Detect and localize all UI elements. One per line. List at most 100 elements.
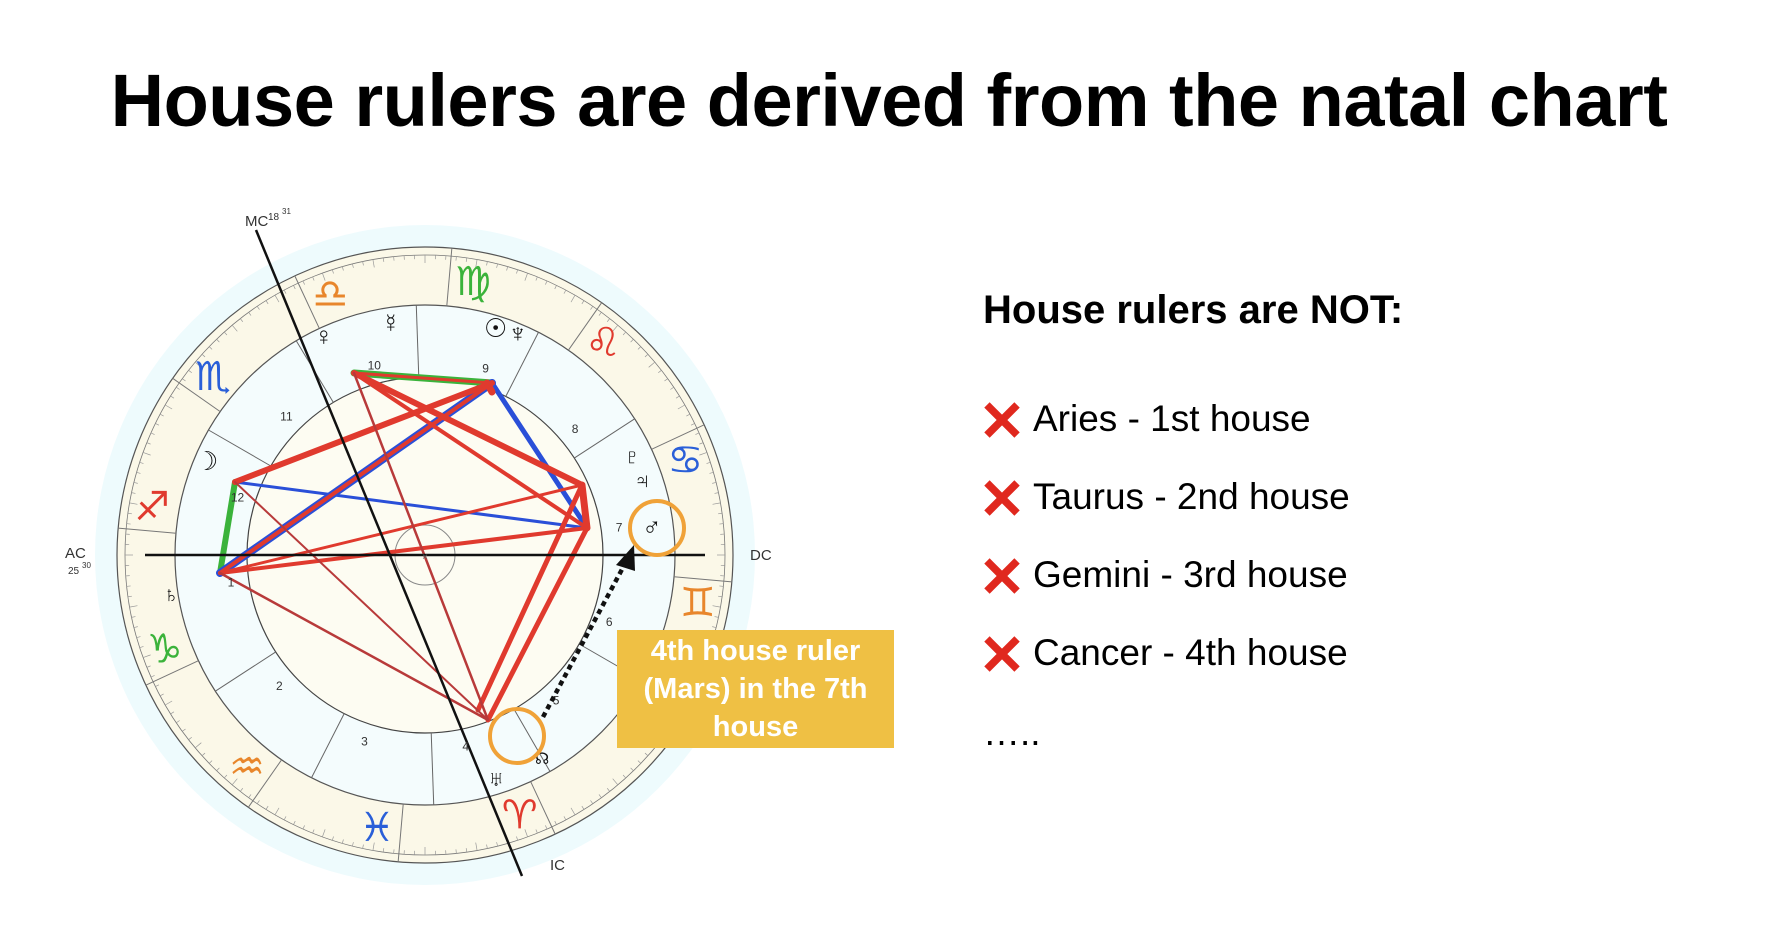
house-cusp bbox=[415, 305, 420, 378]
degree-tick bbox=[240, 318, 244, 322]
sign-divider bbox=[247, 759, 283, 808]
house-number: 4 bbox=[462, 740, 469, 754]
degree-tick bbox=[133, 482, 138, 484]
degree-tick bbox=[695, 432, 700, 435]
degree-tick bbox=[131, 492, 136, 494]
degree-tick bbox=[133, 626, 138, 628]
degree-tick bbox=[150, 432, 155, 435]
list-item: Gemini - 3rd house bbox=[983, 554, 1350, 632]
sagittarius-glyph: ♐ bbox=[134, 485, 170, 529]
degree-tick bbox=[165, 404, 173, 410]
degree-tick bbox=[712, 502, 721, 505]
aspect-line bbox=[218, 483, 584, 575]
degree-tick bbox=[475, 842, 478, 851]
degree-tick bbox=[612, 324, 619, 332]
cross-mark-icon bbox=[984, 558, 1020, 594]
degree-tick bbox=[194, 361, 202, 368]
degree-tick bbox=[524, 829, 528, 838]
degree-tick bbox=[208, 346, 213, 350]
degree-tick bbox=[563, 816, 567, 821]
degree-tick bbox=[581, 805, 585, 810]
degree-tick bbox=[570, 295, 576, 303]
aspect-line bbox=[218, 381, 494, 575]
degree-tick bbox=[127, 512, 132, 515]
pluto-glyph: ♇ bbox=[624, 444, 641, 469]
virgo-glyph: ♍ bbox=[455, 260, 491, 304]
degree-tick bbox=[465, 848, 468, 853]
degree-tick bbox=[686, 413, 691, 417]
degree-tick bbox=[231, 778, 238, 786]
degree-tick bbox=[712, 605, 721, 608]
degree-tick bbox=[535, 829, 538, 834]
degree-tick bbox=[274, 807, 280, 815]
house-number: 10 bbox=[368, 359, 382, 373]
house-cusp bbox=[505, 332, 539, 397]
degree-tick bbox=[664, 378, 668, 382]
degree-tick bbox=[142, 654, 151, 658]
sign-divider bbox=[397, 804, 404, 862]
degree-tick bbox=[176, 386, 180, 390]
mc-degree: 18 bbox=[268, 212, 280, 223]
degree-tick bbox=[194, 742, 202, 749]
house-cusp bbox=[311, 713, 345, 778]
house-cusp bbox=[574, 418, 635, 459]
capricorn-glyph: ♑ bbox=[147, 628, 183, 672]
degree-tick bbox=[302, 280, 305, 285]
zodiac-glyphs: ♎♍♌♋♊♉♈♓♒♑♐♏ bbox=[134, 260, 715, 850]
house-number: 8 bbox=[572, 422, 579, 436]
degree-tick bbox=[362, 844, 364, 849]
degree-tick bbox=[465, 257, 468, 262]
sign-divider bbox=[674, 576, 732, 583]
degree-tick bbox=[699, 442, 704, 445]
degree-tick bbox=[372, 259, 375, 268]
ruler-arrow-line bbox=[541, 558, 629, 719]
house-number: 1 bbox=[228, 575, 235, 589]
degree-tick bbox=[622, 331, 626, 336]
aspect-line bbox=[352, 371, 490, 722]
degree-tick bbox=[322, 272, 326, 281]
degree-tick bbox=[139, 646, 144, 649]
house-number: 2 bbox=[276, 679, 283, 693]
degree-tick bbox=[677, 404, 685, 410]
moon-glyph: ☽ bbox=[195, 446, 218, 476]
aspect-line bbox=[217, 479, 238, 576]
degree-tick bbox=[675, 395, 680, 399]
degree-tick bbox=[570, 807, 576, 815]
aspect-line bbox=[232, 380, 495, 485]
degree-tick bbox=[146, 665, 151, 668]
degree-tick bbox=[331, 269, 334, 274]
degree-tick bbox=[496, 263, 498, 268]
degree-tick bbox=[372, 842, 375, 851]
ac-minute: 30 bbox=[82, 561, 91, 570]
house-cusp bbox=[513, 708, 551, 772]
dc-label: DC bbox=[750, 547, 772, 564]
degree-tick bbox=[648, 361, 656, 368]
degree-tick bbox=[129, 605, 138, 608]
meridian-axis bbox=[254, 229, 524, 877]
neptune-glyph: ♆ bbox=[508, 318, 528, 348]
degree-tick bbox=[136, 636, 141, 639]
degree-tick bbox=[131, 616, 136, 618]
saturn-glyph: ♄ bbox=[163, 582, 180, 607]
degree-tick bbox=[598, 312, 602, 316]
degree-tick bbox=[606, 318, 610, 322]
degree-tick bbox=[302, 825, 305, 830]
aspect-line bbox=[234, 481, 489, 721]
page-title: House rulers are derived from the natal … bbox=[110, 59, 1668, 142]
svg-text:×: × bbox=[422, 552, 428, 563]
mc-label: MC bbox=[245, 213, 268, 230]
ac-degree: 25 bbox=[68, 566, 80, 577]
house-number: 3 bbox=[361, 734, 368, 748]
degree-tick bbox=[274, 295, 280, 303]
degree-tick bbox=[644, 354, 649, 358]
degree-tick bbox=[216, 338, 220, 343]
aspect-line bbox=[218, 571, 490, 722]
sign-divider bbox=[145, 660, 199, 686]
degree-tick bbox=[216, 767, 220, 772]
house-number: 5 bbox=[553, 694, 560, 708]
degree-tick bbox=[714, 616, 719, 618]
degree-tick bbox=[129, 502, 138, 505]
degree-tick bbox=[563, 289, 567, 294]
callout-box: 4th house ruler (Mars) in the 7th house bbox=[617, 630, 894, 748]
